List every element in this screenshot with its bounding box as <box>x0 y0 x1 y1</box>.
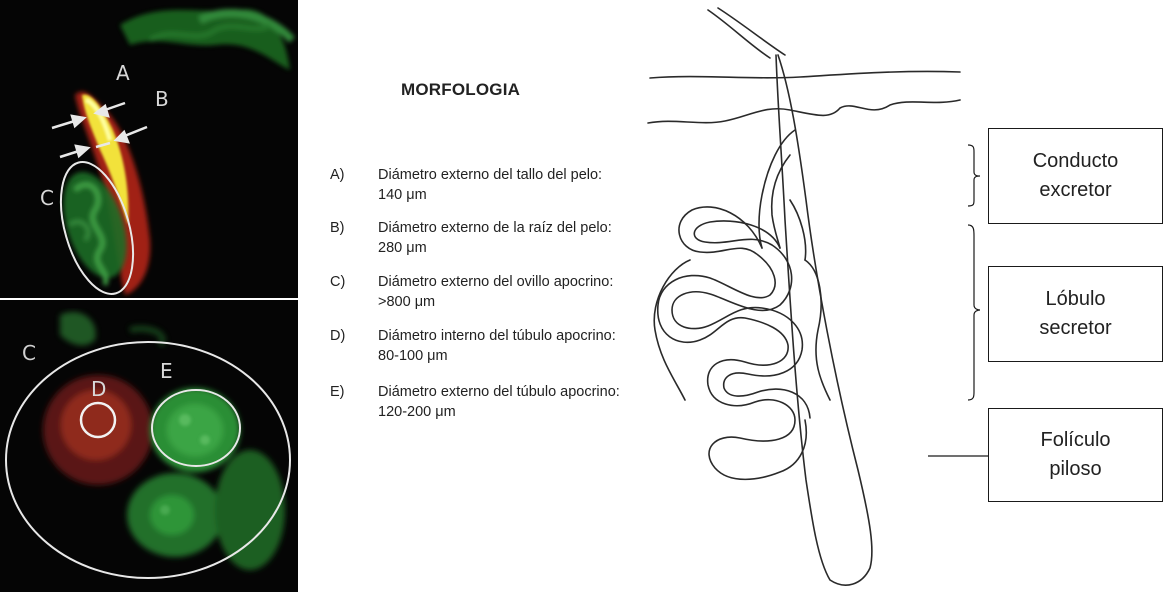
label-line: piloso <box>1040 455 1110 484</box>
label-line: secretor <box>1039 314 1111 343</box>
label-foliculo-piloso: Folículo piloso <box>988 408 1163 502</box>
label-line: Folículo <box>1040 426 1110 455</box>
label-lobulo-secretor: Lóbulo secretor <box>988 266 1163 362</box>
label-conducto-excretor: Conducto excretor <box>988 128 1163 224</box>
label-line: excretor <box>1033 176 1119 205</box>
bracket-conducto <box>968 145 980 206</box>
bracket-lobulo <box>968 225 980 400</box>
label-line: Conducto <box>1033 147 1119 176</box>
label-line: Lóbulo <box>1039 285 1111 314</box>
